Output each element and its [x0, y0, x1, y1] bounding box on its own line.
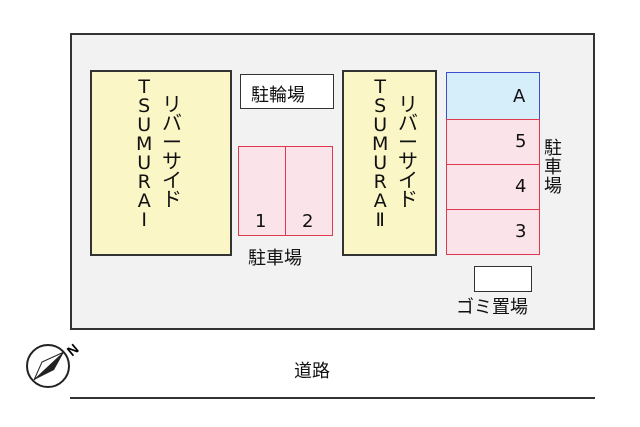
bicycle-parking: 駐輪場	[240, 74, 334, 109]
vertical-glyph: ー	[398, 130, 418, 154]
building-1-kana-name: リバーサイド	[162, 92, 182, 211]
garbage-area-label: ゴミ置場	[456, 297, 528, 318]
parking-stall-4: 4	[446, 164, 540, 210]
vertical-glyph: イ	[398, 168, 418, 192]
vertical-glyph: サ	[162, 149, 182, 173]
vertical-glyph: I	[141, 209, 147, 231]
vertical-glyph: R	[137, 171, 151, 193]
vertical-glyph: ー	[162, 130, 182, 154]
vertical-glyph: 場	[544, 176, 562, 197]
bicycle-parking-label: 駐輪場	[251, 85, 305, 106]
compass-icon: N	[26, 340, 82, 388]
road-label: 道路	[294, 361, 330, 382]
vertical-glyph: バ	[162, 111, 182, 135]
vertical-glyph: T	[374, 76, 386, 98]
vertical-glyph: Ⅱ	[375, 209, 385, 231]
parking-stall-1: 1	[238, 146, 286, 236]
vertical-glyph: M	[372, 133, 389, 155]
stall-number: 3	[515, 221, 527, 242]
vertical-glyph: U	[373, 152, 388, 174]
vertical-glyph: S	[138, 95, 151, 117]
vertical-glyph: リ	[398, 92, 418, 116]
parking-right-label: 駐車場	[544, 138, 562, 197]
vertical-glyph: U	[137, 114, 152, 136]
parking-stall-5: 5	[446, 119, 540, 165]
vertical-glyph: A	[137, 190, 151, 212]
vertical-glyph: R	[373, 171, 387, 193]
vertical-glyph: M	[136, 133, 153, 155]
vertical-glyph: 駐	[544, 138, 562, 159]
parking-stall-3: 3	[446, 209, 540, 255]
parking-stall-a: A	[446, 72, 540, 120]
road-line	[70, 397, 595, 399]
vertical-glyph: S	[374, 95, 387, 117]
vertical-glyph: T	[138, 76, 150, 98]
vertical-glyph: U	[137, 152, 152, 174]
garbage-area	[474, 266, 532, 292]
vertical-glyph: イ	[162, 168, 182, 192]
stall-number: 1	[255, 211, 267, 232]
stall-number: A	[513, 86, 526, 107]
building-2-kana-name: リバーサイド	[398, 92, 418, 211]
stall-number: 2	[302, 211, 314, 232]
vertical-glyph: バ	[398, 111, 418, 135]
parking-stall-2: 2	[285, 146, 333, 236]
vertical-glyph: ド	[398, 187, 418, 211]
vertical-glyph: A	[373, 190, 387, 212]
vertical-glyph: ド	[162, 187, 182, 211]
vertical-glyph: リ	[162, 92, 182, 116]
stall-number: 4	[515, 176, 527, 197]
stall-number: 5	[515, 131, 527, 152]
parking-center-label: 駐車場	[248, 248, 302, 269]
vertical-glyph: U	[373, 114, 388, 136]
vertical-glyph: 車	[544, 157, 562, 178]
vertical-glyph: サ	[398, 149, 418, 173]
